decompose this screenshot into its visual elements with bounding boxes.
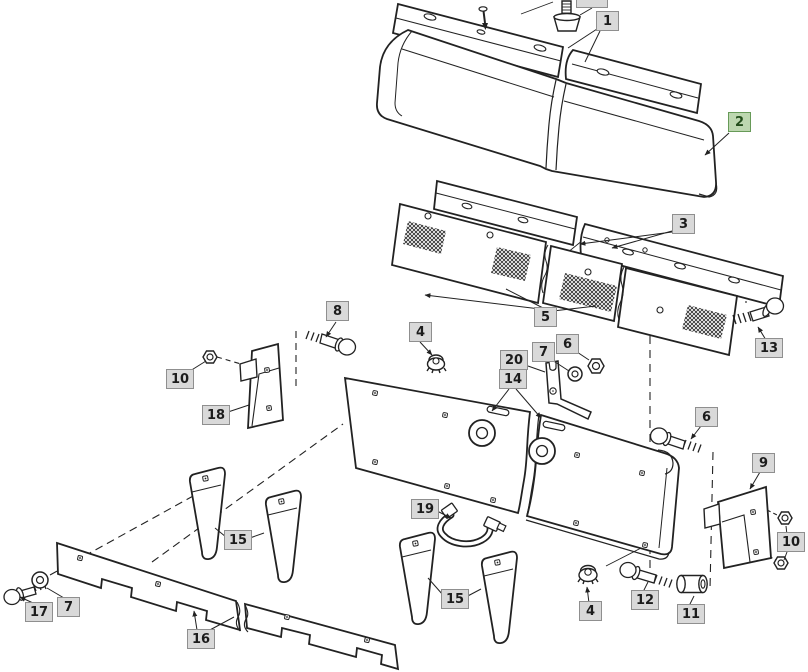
washer-icon-7-upper: [567, 366, 583, 382]
leader-lines: [19, 7, 788, 632]
callout-4-lower[interactable]: 4: [579, 601, 602, 621]
nut-icon-10-right-a: [777, 511, 793, 525]
nut-icon-6-upper: [587, 358, 605, 374]
callout-15-left[interactable]: 15: [224, 530, 253, 550]
bolt-icon-8: [305, 330, 357, 356]
callout-8[interactable]: 8: [326, 301, 349, 321]
bushing-icon-11: [676, 574, 708, 594]
callout-19[interactable]: 19: [411, 499, 440, 519]
part-hose: [436, 502, 507, 548]
callout-4-upper[interactable]: 4: [409, 322, 432, 342]
callout-7-upper[interactable]: 7: [532, 342, 555, 362]
part-strap-bracket: [545, 360, 592, 421]
callout-1[interactable]: 1: [596, 11, 619, 31]
callout-6-upper[interactable]: 6: [556, 334, 579, 354]
callout-6-right[interactable]: 6: [695, 407, 718, 427]
callout-18[interactable]: 18: [202, 405, 231, 425]
part-top-support-bar: [391, 2, 703, 115]
callout-15-mid[interactable]: 15: [441, 589, 470, 609]
part-main-plates: [343, 376, 680, 560]
part-rear-channel: [433, 179, 784, 309]
nut-icon-4-upper: [426, 354, 447, 374]
callout-16[interactable]: 16: [187, 629, 216, 649]
callout-10-right[interactable]: 10: [777, 532, 806, 552]
callout-20[interactable]: 20: [500, 350, 529, 370]
callout-2-selected[interactable]: 2: [728, 112, 751, 132]
nut-icon-10-left: [202, 350, 218, 364]
callout-3[interactable]: 3: [672, 214, 695, 234]
washer-icon-7-lower: [31, 571, 49, 589]
callout-13[interactable]: 13: [755, 338, 784, 358]
callout-7-lower[interactable]: 7: [57, 597, 80, 617]
callout-10-left[interactable]: 10: [166, 369, 195, 389]
callout-partial-top[interactable]: [576, 0, 608, 8]
carriage-bolt-icon: [553, 0, 581, 32]
bolt-icon-13: [732, 297, 785, 325]
part-moldboard-blade: [376, 29, 718, 198]
part-bottom-strip: [56, 541, 400, 671]
part-bracket-left: [239, 342, 284, 430]
bolt-icon-6-right: [649, 427, 702, 453]
bolt-icon-12: [619, 561, 673, 588]
nut-icon-10-right-b: [773, 556, 789, 570]
callout-5[interactable]: 5: [534, 307, 557, 327]
part-bracket-right: [703, 485, 772, 570]
callout-12[interactable]: 12: [631, 590, 660, 610]
callout-17[interactable]: 17: [25, 602, 54, 622]
nut-icon-4-lower: [577, 564, 599, 585]
callout-9[interactable]: 9: [752, 453, 775, 473]
callout-11[interactable]: 11: [677, 604, 706, 624]
rivet-pin-icon: [478, 6, 488, 30]
callout-14[interactable]: 14: [499, 369, 528, 389]
part-screen-panels: [391, 202, 738, 357]
